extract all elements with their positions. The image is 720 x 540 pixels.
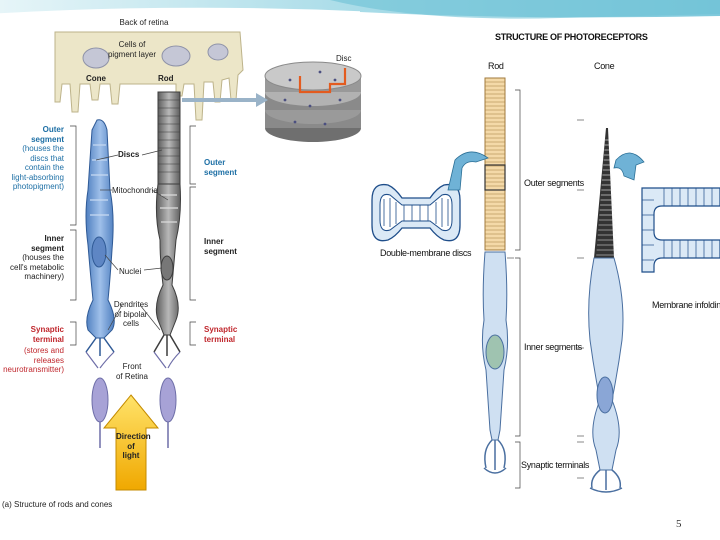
label-nuclei: Nuclei [119, 267, 141, 277]
label-outer-segment-note: (houses the discs that contain the light… [2, 144, 64, 192]
label-synaptic-terminals: Synaptic terminals [521, 460, 589, 470]
label-disc: Disc [336, 54, 352, 64]
label-front-of-retina: Front of Retina [110, 362, 154, 381]
figure-caption: (a) Structure of rods and cones [2, 500, 112, 510]
right-rod [482, 78, 507, 473]
label-cells-of-pigment-layer: Cells of pigment layer [106, 40, 158, 59]
label-mitochondria: Mitochondria [112, 186, 158, 196]
header-swoosh [0, 0, 720, 19]
label-discs: Discs [118, 150, 139, 160]
label-inner-segment-note: (houses the cell's metabolic machinery) [2, 253, 64, 282]
right-figure-title: STRUCTURE OF PHOTORECEPTORS [495, 32, 648, 42]
rod-cell [154, 92, 181, 356]
label-double-membrane-discs: Double-membrane discs [380, 248, 471, 258]
label-direction-of-light: Direction of light [116, 432, 146, 461]
label-synaptic-terminal-left: Synaptic terminal [8, 325, 64, 344]
label-outer-segment-right: Outer segment [204, 158, 237, 177]
label-back-of-retina: Back of retina [104, 18, 184, 28]
label-synaptic-terminal-right: Synaptic terminal [204, 325, 237, 344]
page-number: 5 [676, 520, 682, 530]
label-cone: Cone [86, 74, 106, 84]
label-inner-segment-left: Inner segment [8, 234, 64, 253]
label-cone-right: Cone [594, 61, 614, 71]
label-outer-segments: Outer segments [524, 178, 584, 188]
label-inner-segment-right: Inner segment [204, 237, 237, 256]
double-membrane-disc [372, 152, 488, 241]
label-inner-segments: Inner segments [524, 342, 582, 352]
membrane-infoldings [614, 153, 720, 272]
right-cone [589, 128, 623, 492]
label-rod-right: Rod [488, 61, 504, 71]
label-dendrites: Dendrites of bipolar cells [106, 300, 156, 329]
label-rod: Rod [158, 74, 174, 84]
label-synaptic-terminal-note: (stores and releases neurotransmitter) [0, 346, 64, 375]
right-figure-guides [507, 90, 584, 488]
label-outer-segment-left: Outer segment [8, 125, 64, 144]
label-membrane-infoldings: Membrane infoldings [652, 300, 720, 310]
